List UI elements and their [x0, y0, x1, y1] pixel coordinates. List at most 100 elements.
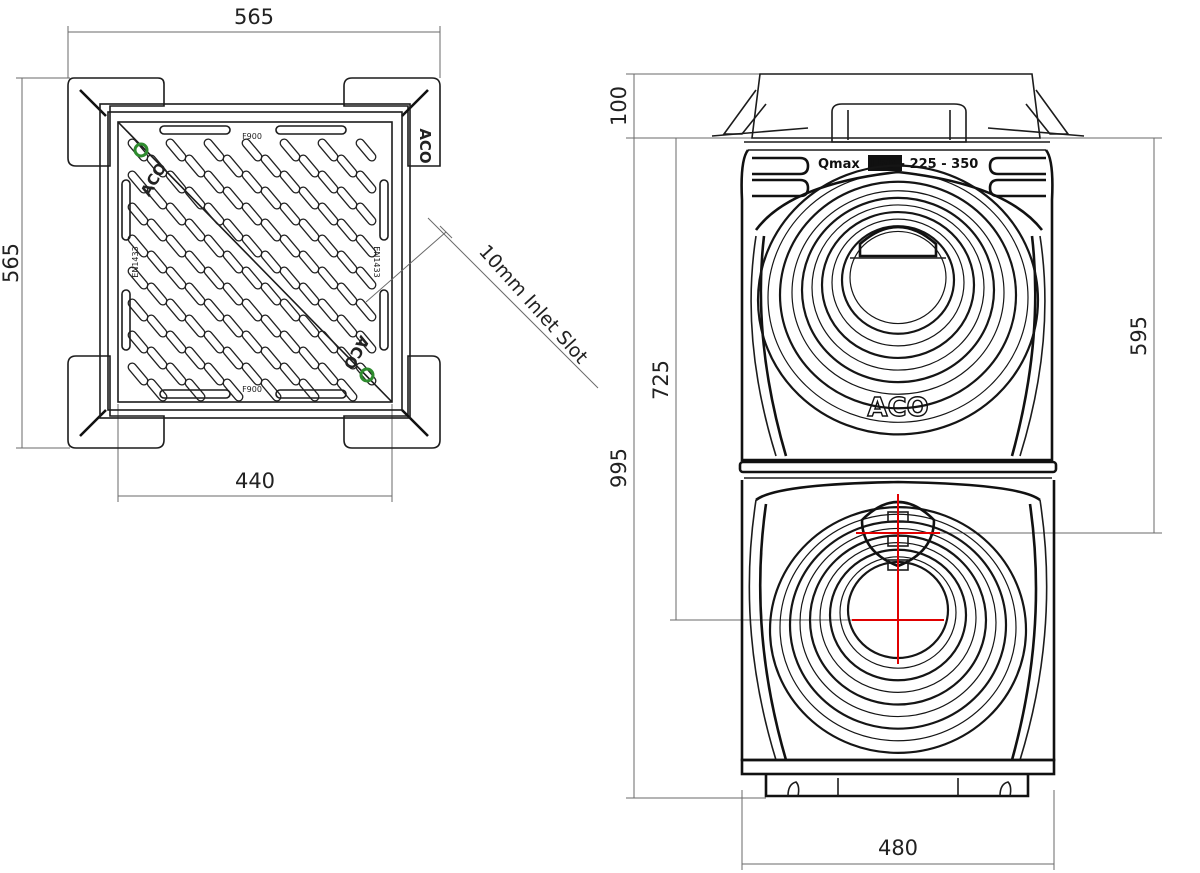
grating-slot [298, 186, 320, 210]
grating-slot [279, 298, 301, 322]
grating-slot [184, 218, 206, 242]
dim-total: 995 [607, 138, 766, 799]
grating-slot [279, 170, 301, 194]
frame-corner-tabs [67, 77, 441, 449]
grating-slot [260, 282, 282, 306]
grating-slot [146, 346, 168, 370]
grating-slot [222, 346, 244, 370]
grating-slot [203, 266, 225, 290]
dim-plan-height: 565 [0, 77, 70, 449]
pipe-ring [849, 230, 947, 325]
grating-slot [260, 346, 282, 370]
pipe-ring [840, 225, 956, 335]
grating-slot [241, 330, 263, 354]
plan-view: 565 565 440 [0, 5, 599, 502]
dim-plan-inner-label: 440 [235, 469, 275, 493]
pipe-ring [791, 190, 1005, 395]
grating-slot [336, 314, 358, 338]
green-marker-top [133, 142, 149, 158]
grating-slot [355, 330, 377, 354]
dim-outlet: 595 [900, 137, 1162, 534]
grating-slot [317, 298, 339, 322]
grating-slot [203, 202, 225, 226]
grating-slot [260, 186, 282, 210]
grating-slot [260, 250, 282, 274]
grating-slot [146, 186, 168, 210]
grating-slot [203, 170, 225, 194]
grating-slot [165, 202, 187, 226]
grating-slot [203, 362, 225, 386]
grating-slot [222, 250, 244, 274]
grating-slot [336, 218, 358, 242]
grating-slot [203, 234, 225, 258]
grating-slot [184, 282, 206, 306]
grating-slot [279, 266, 301, 290]
grating-slot [336, 346, 358, 370]
inlet-slot-note: 10mm Inlet Slot [474, 241, 592, 368]
grating-slot [317, 266, 339, 290]
capacity-label-prefix: Qmax [818, 157, 860, 172]
grating-slot [317, 330, 339, 354]
grating-slot [317, 138, 339, 162]
grating-slot [222, 154, 244, 178]
mark-bottom: F900 [242, 385, 262, 394]
grating-slot [317, 362, 339, 386]
grating-slot [355, 298, 377, 322]
grating-slot [317, 202, 339, 226]
grating-slot [279, 234, 301, 258]
mark-left: EN1433 [131, 246, 140, 277]
grating-slot [146, 378, 168, 402]
grating-slot [260, 154, 282, 178]
grating-slot [184, 154, 206, 178]
grating-slot [336, 186, 358, 210]
grating-slot [336, 154, 358, 178]
grating-slot [241, 298, 263, 322]
dim-plan-width: 565 [67, 5, 441, 78]
pipe-ring [811, 204, 985, 371]
grating-slot [355, 202, 377, 226]
inlet-rings [756, 164, 1040, 436]
grating-slot [298, 378, 320, 402]
joint-band [738, 460, 1058, 479]
grating-slot [336, 378, 358, 402]
grating-slot [279, 202, 301, 226]
grating-slot [317, 234, 339, 258]
body-upper [740, 149, 1054, 462]
grating-slot [165, 234, 187, 258]
grating-slot [184, 314, 206, 338]
grating-slot [355, 266, 377, 290]
inlet-hood [850, 225, 946, 259]
grating-slot [298, 154, 320, 178]
mark-right: EN1433 [372, 246, 381, 277]
dim-plan-width-label: 565 [234, 5, 274, 29]
grating-slot [165, 138, 187, 162]
grating-slot [355, 362, 377, 386]
grating-slot [222, 314, 244, 338]
grating-slot [127, 170, 149, 194]
grating-slot [241, 234, 263, 258]
grating-slot [222, 282, 244, 306]
grating-slot [184, 378, 206, 402]
grating-slot [184, 186, 206, 210]
pipe-ring [778, 180, 1018, 410]
dim-outlet-label: 595 [1127, 316, 1151, 356]
grating-plate [117, 121, 393, 403]
grating-slot [165, 266, 187, 290]
grating-slot [146, 218, 168, 242]
grating-slot [298, 282, 320, 306]
grating-slot [355, 170, 377, 194]
grating-slot [222, 218, 244, 242]
side-view: 100 995 725 595 480 [607, 73, 1162, 870]
pipe-ring [800, 196, 996, 384]
dim-width: 480 [741, 790, 1055, 870]
grating-slot [127, 266, 149, 290]
grating-slot [165, 362, 187, 386]
grating-slot [127, 362, 149, 386]
base [740, 758, 1056, 798]
grating-slot [165, 298, 187, 322]
pipe-ring [756, 164, 1040, 436]
green-marker-bottom [359, 367, 375, 383]
grating-slot [298, 250, 320, 274]
grating-slot [241, 362, 263, 386]
plan-logo-right: ACO [416, 128, 434, 163]
